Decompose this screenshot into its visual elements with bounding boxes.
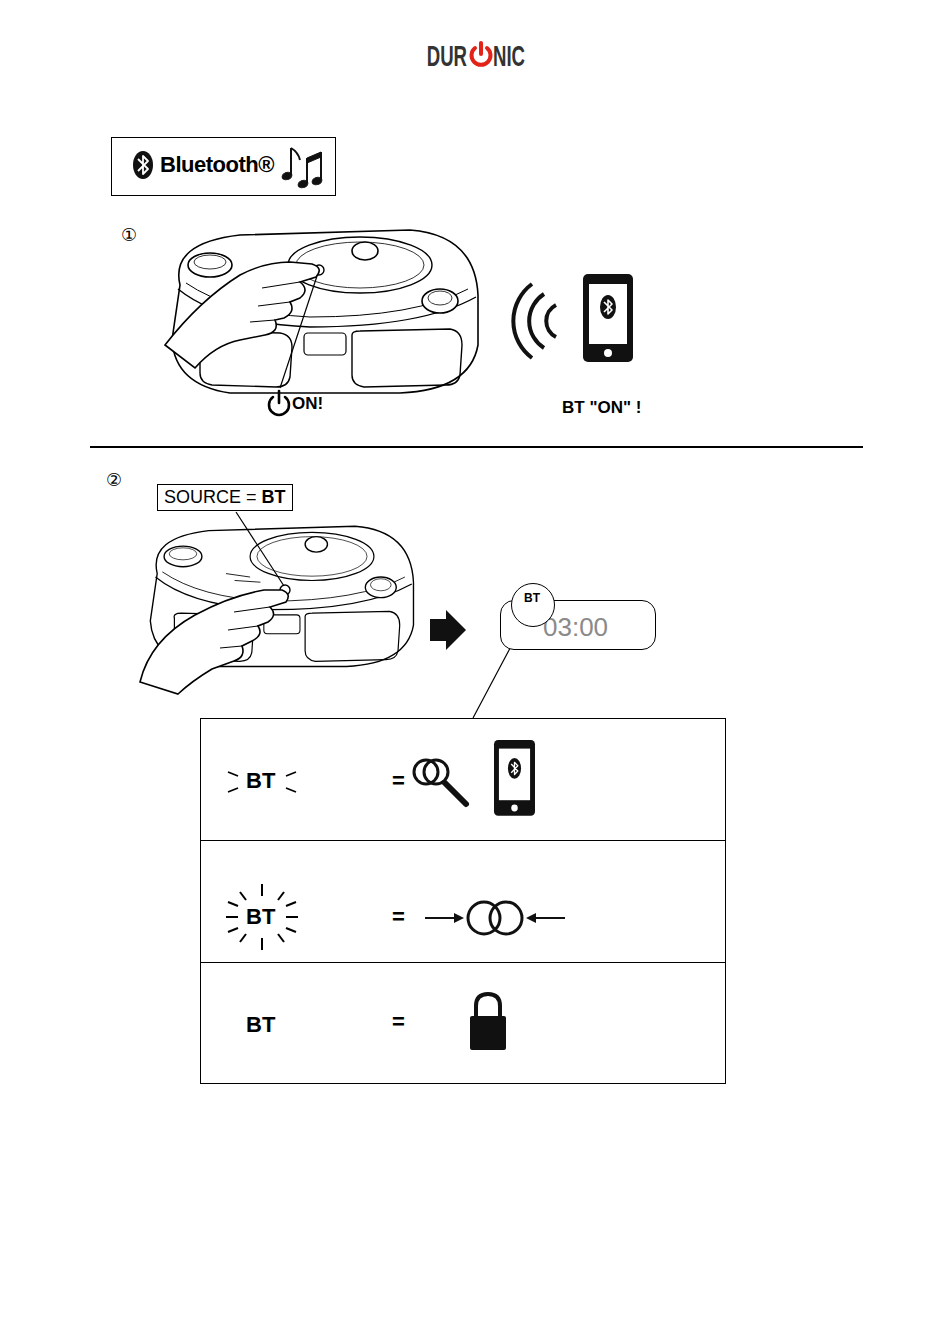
hand — [165, 262, 319, 368]
step-number: ② — [106, 470, 122, 490]
leader-line — [280, 276, 317, 388]
source-box: SOURCE =BT — [157, 484, 293, 511]
logo-text: NIC — [493, 39, 525, 72]
status-row: BT = — [200, 718, 726, 841]
big-arrow — [430, 610, 466, 650]
logo-power-icon — [472, 43, 491, 65]
node-text: 03:00 — [543, 613, 608, 642]
power-symbol — [269, 391, 289, 415]
phone — [583, 274, 633, 362]
signal-waves — [513, 284, 556, 358]
pairing-icon — [425, 902, 565, 934]
title-box: Bluetooth® — [111, 137, 336, 196]
divider-line — [90, 446, 863, 448]
step-number: ① — [121, 225, 137, 245]
instruction-label: BT "ON" ! — [562, 399, 641, 418]
status-indicator: BT — [246, 1013, 275, 1037]
status-indicator: BT — [246, 769, 275, 793]
bluetooth-icon — [133, 151, 153, 179]
equals-sign: = — [392, 905, 405, 929]
equals-sign: = — [392, 769, 405, 793]
finger-lines — [250, 282, 300, 322]
hand — [140, 590, 288, 694]
music-notes — [281, 148, 323, 189]
display-panel: 03:00BT — [500, 600, 656, 650]
search-icon — [414, 760, 466, 804]
fast-blink-rays — [226, 884, 298, 950]
phone — [494, 740, 535, 816]
callout-circle: BT — [511, 583, 555, 627]
node-text: SOURCE = — [164, 488, 257, 508]
node-text: BT — [524, 592, 540, 605]
node-text: BT — [262, 488, 286, 508]
status-indicator: BT — [246, 905, 275, 929]
padlock-icon — [470, 994, 506, 1050]
instruction-label: ON! — [292, 395, 323, 414]
status-row: BT = — [200, 840, 726, 963]
equals-sign: = — [392, 1010, 405, 1034]
node-text: Bluetooth® — [160, 153, 274, 177]
logo-text: DUR — [427, 39, 467, 72]
status-row: BT = — [200, 962, 726, 1084]
leader-line — [236, 512, 284, 586]
finger-lines — [220, 607, 270, 648]
